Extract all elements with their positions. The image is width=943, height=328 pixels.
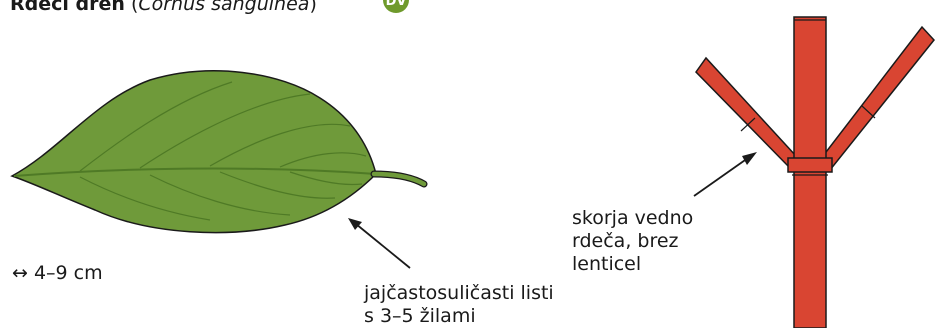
bark-pointer-arrow [694, 152, 757, 196]
stem-illustration [696, 17, 934, 328]
bark-description-label: skorja vedno rdeča, brez lenticel [572, 207, 732, 276]
leaf-blade [12, 71, 376, 233]
left-branch [696, 58, 796, 168]
leaf-pointer-arrow [348, 218, 410, 268]
stem-node [788, 158, 832, 172]
leaf-size-label: ↔ 4–9 cm [12, 262, 103, 285]
leaf-illustration [12, 71, 424, 233]
right-branch [823, 27, 934, 170]
leaf-description-label: jajčastosuličasti listi s 3–5 žilami [364, 282, 564, 328]
